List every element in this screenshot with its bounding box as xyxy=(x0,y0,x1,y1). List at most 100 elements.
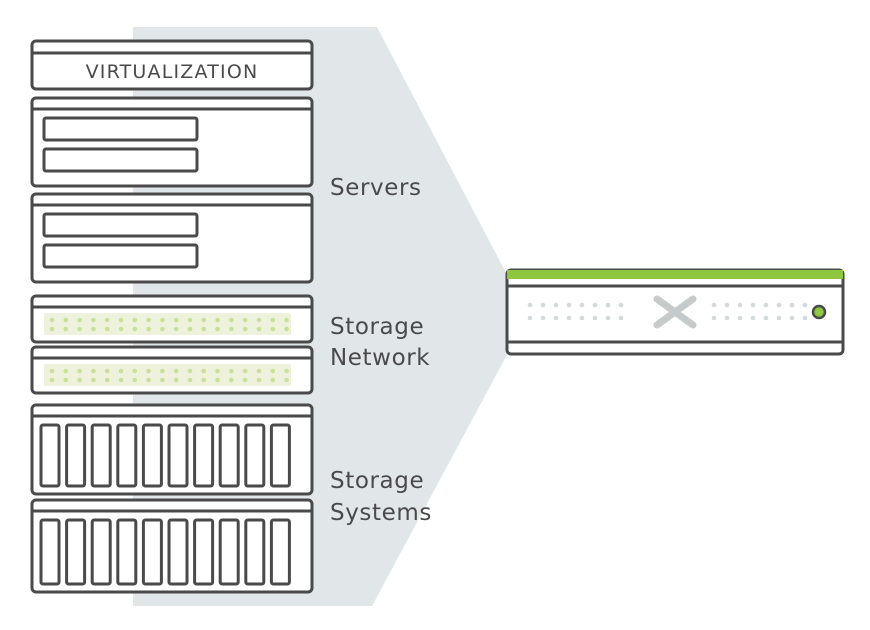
switch-port-dot xyxy=(160,377,165,383)
switch-port-dot xyxy=(132,368,138,374)
storage-systems-label-line1: Storage xyxy=(330,468,424,494)
virtualization-label: VIRTUALIZATION xyxy=(86,61,259,83)
switch-port-dot xyxy=(49,317,55,323)
switch-port-dot xyxy=(146,377,151,383)
switch-port-dot xyxy=(187,368,193,374)
switch-port-dot xyxy=(132,326,138,332)
storage-array-1 xyxy=(30,403,314,496)
servers-label: Servers xyxy=(330,175,422,201)
vent-dot xyxy=(579,315,585,321)
switch-port-dot xyxy=(256,377,262,383)
switch-port-dot xyxy=(229,326,234,332)
switch-port-dot xyxy=(215,368,220,374)
switch-port-dot xyxy=(173,377,179,383)
vent-dot xyxy=(724,315,730,321)
vent-dot xyxy=(579,302,585,308)
switch-port-dot xyxy=(49,377,55,383)
storage-drive-bay xyxy=(269,423,291,488)
vent-dot xyxy=(540,315,546,321)
switch-port-dot xyxy=(104,326,110,332)
server-drive-bay xyxy=(42,147,199,173)
storage-drive-bay xyxy=(244,423,266,488)
storage-drive-bay xyxy=(39,518,61,586)
switch-port-dot xyxy=(215,377,220,383)
vent-dot xyxy=(711,302,717,308)
server-unit-2 xyxy=(30,192,314,284)
switch-port-dot xyxy=(201,317,207,323)
storage-drive-bay xyxy=(65,423,87,488)
power-led-icon xyxy=(811,304,827,320)
switch-port-dot xyxy=(201,377,207,383)
switch-port-dot xyxy=(104,377,110,383)
vent-dot xyxy=(527,315,533,321)
switch-port-dot xyxy=(187,377,193,383)
switch-port-dot xyxy=(284,368,289,374)
vent-dot xyxy=(750,302,756,308)
vent-dot xyxy=(737,315,743,321)
switch-port-dot xyxy=(187,317,193,323)
switch-port-dot xyxy=(201,368,207,374)
switch-port-dot xyxy=(256,326,262,332)
hyperconverged-appliance xyxy=(505,268,845,356)
switch-port-dot xyxy=(242,368,248,374)
vent-dot xyxy=(553,315,559,321)
switch-port-dot xyxy=(229,317,234,323)
switch-port-dot xyxy=(173,317,179,323)
switch-port-dot xyxy=(242,377,248,383)
switch-port-dot xyxy=(118,326,124,332)
switch-port-dot xyxy=(256,368,262,374)
switch-port-dot xyxy=(132,317,138,323)
server-drive-bay xyxy=(42,212,199,238)
switch-port-dot xyxy=(284,326,289,332)
vent-dot xyxy=(605,302,611,308)
switch-port-dot xyxy=(270,317,276,323)
vent-dot xyxy=(711,315,717,321)
switch-port-dot xyxy=(201,326,207,332)
switch-port-dot xyxy=(77,317,82,323)
switch-port-dot xyxy=(91,317,96,323)
switch-port-dot xyxy=(242,317,248,323)
vent-dot xyxy=(540,302,546,308)
storage-network-label-line1: Storage xyxy=(330,314,424,340)
switch-port-dot xyxy=(63,368,69,374)
switch-port-dot xyxy=(104,317,110,323)
network-switch-1 xyxy=(30,294,314,344)
storage-drive-bay xyxy=(244,518,266,586)
storage-drive-bay xyxy=(141,518,163,586)
storage-drive-bay xyxy=(141,423,163,488)
storage-drive-bay xyxy=(39,423,61,488)
switch-port-dot xyxy=(270,377,276,383)
switch-port-dot xyxy=(215,326,220,332)
switch-port-dot xyxy=(118,317,124,323)
vent-dot xyxy=(592,315,598,321)
vent-dot xyxy=(553,302,559,308)
network-switch-2 xyxy=(30,345,314,395)
vent-dot xyxy=(776,302,782,308)
switch-port-dot xyxy=(270,368,276,374)
vent-dot xyxy=(763,302,769,308)
switch-port-dot xyxy=(284,377,289,383)
storage-drive-bay xyxy=(167,423,189,488)
appliance-green-top-bar xyxy=(507,270,843,279)
switch-port-dot xyxy=(229,377,234,383)
switch-port-dot xyxy=(146,368,151,374)
vent-dot xyxy=(527,302,533,308)
appliance-vent-dots-right xyxy=(711,302,808,321)
switch-port-dot xyxy=(160,317,165,323)
storage-drive-bay xyxy=(269,518,291,586)
vent-dot xyxy=(763,315,769,321)
switch-port-dot xyxy=(63,377,69,383)
vent-dot xyxy=(737,302,743,308)
vent-dot xyxy=(618,315,624,321)
vent-dot xyxy=(592,302,598,308)
switch-port-dot xyxy=(118,377,124,383)
storage-drive-bay xyxy=(116,518,138,586)
switch-port-dot xyxy=(49,368,55,374)
switch-port-dot xyxy=(91,326,96,332)
switch-port-dot xyxy=(63,326,69,332)
storage-drive-bay xyxy=(65,518,87,586)
vent-dot xyxy=(618,302,624,308)
vent-dot xyxy=(789,315,795,321)
storage-drive-bay xyxy=(167,518,189,586)
